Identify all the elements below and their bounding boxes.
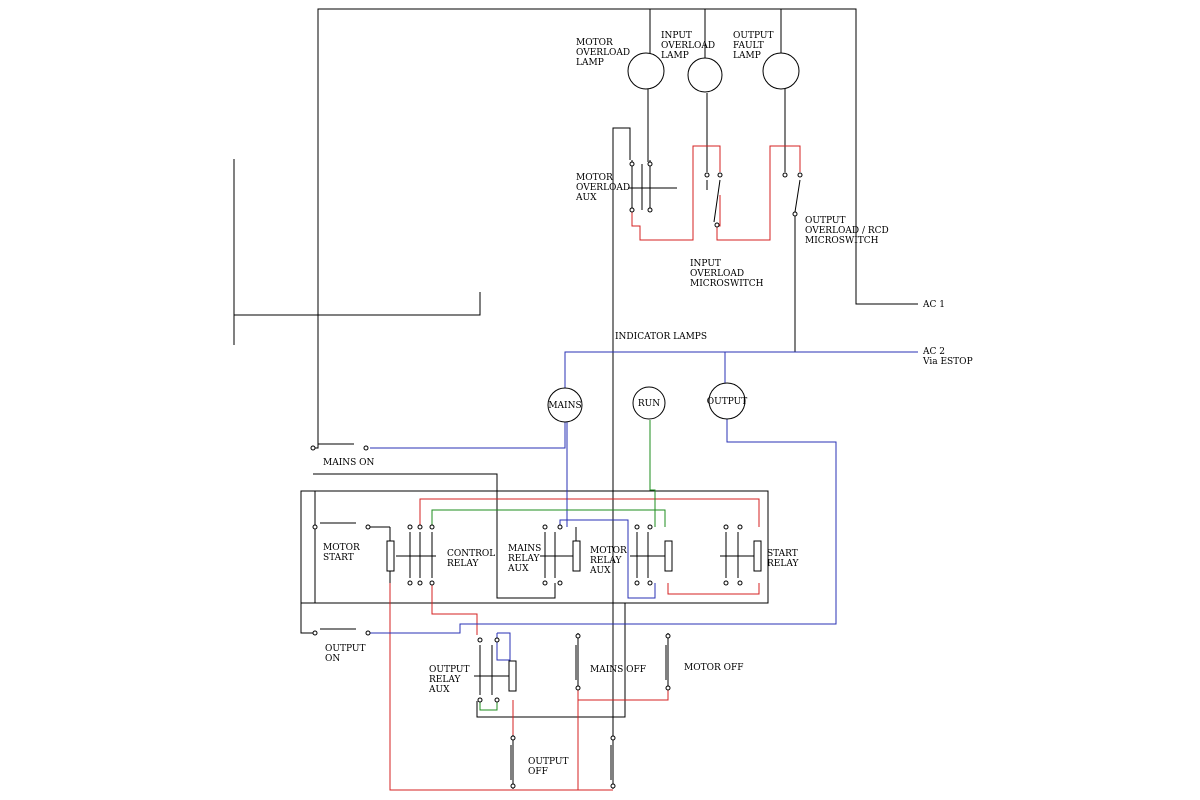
mains-lamp-icon [547,387,583,423]
mains-off-label: MAINS OFF [590,665,646,675]
run-lamp-icon [632,386,666,420]
mains-relay-aux-label: MAINS RELAY AUX [507,544,544,574]
motor-start-label: MOTOR START [323,543,363,563]
output-on-label: OUTPUT ON [325,644,368,664]
output-relay-aux-label: OUTPUT RELAY AUX [428,665,472,695]
red-wiring [389,145,801,791]
ac2-label: AC 2 Via ESTOP [922,347,973,367]
motor-overload-lamp-label: MOTOR OVERLOAD LAMP [576,38,633,68]
output-overload-rcd-label: OUTPUT OVERLOAD / RCD MICROSWITCH [805,216,892,246]
input-overload-lamp-label: INPUT OVERLOAD LAMP [661,31,718,61]
output-off-label: OUTPUT OFF [528,757,571,777]
lamps [547,52,800,423]
input-overload-lamp-icon [687,57,723,93]
output-lamp-label: OUTPUT [707,397,747,407]
switch-contacts [310,161,803,789]
output-lamp-icon [708,382,746,420]
control-relay-label: CONTROL RELAY [447,549,498,569]
ac1-label: AC 1 [922,300,945,310]
output-fault-lamp-label: OUTPUT FAULT LAMP [733,31,776,61]
mains-on-label: MAINS ON [323,458,375,468]
start-relay-label: START RELAY [767,549,801,569]
motor-off-label: MOTOR OFF [684,663,743,673]
run-lamp-label: RUN [638,399,660,409]
motor-overload-lamp-icon [627,52,665,90]
green-wiring [431,420,666,711]
indicator-lamps-label: INDICATOR LAMPS [615,332,707,342]
motor-relay-aux-label: MOTOR RELAY AUX [589,546,630,576]
labels: MOTOR OVERLOAD LAMP INPUT OVERLOAD LAMP … [323,31,973,777]
output-fault-lamp-icon [762,52,800,90]
motor-overload-aux-label: MOTOR OVERLOAD AUX [575,173,633,203]
blue-wiring [370,351,918,661]
input-overload-microswitch-label: INPUT OVERLOAD MICROSWITCH [690,259,764,289]
mains-lamp-label: MAINS [548,401,581,411]
black-wiring [233,8,918,789]
